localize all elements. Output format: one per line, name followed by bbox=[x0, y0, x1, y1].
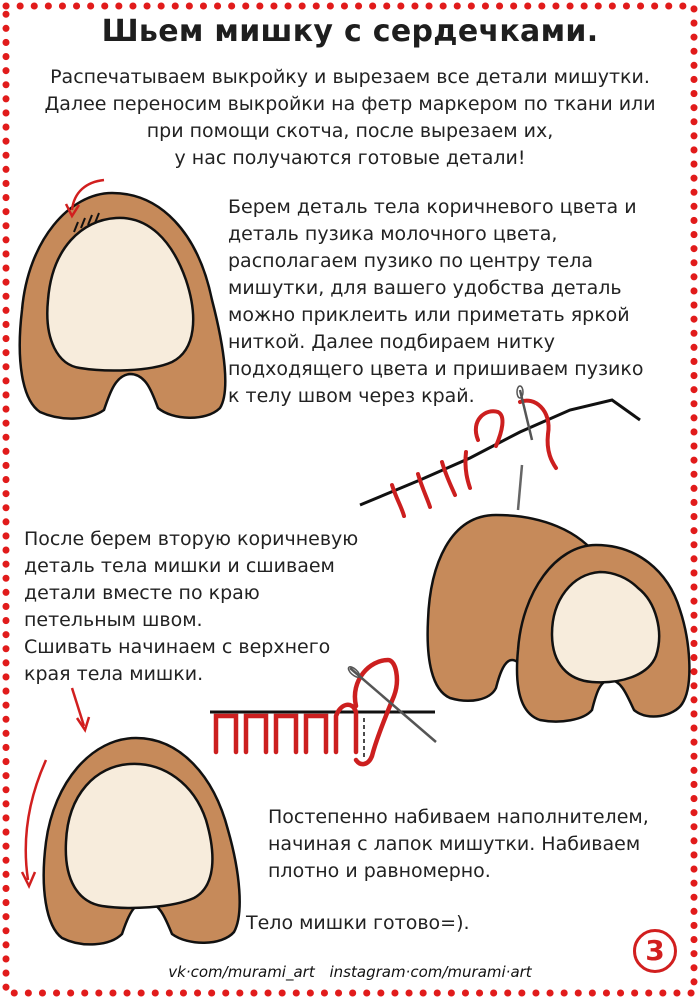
needle-icon bbox=[516, 464, 524, 511]
page-title: Шьем мишку с сердечками. bbox=[101, 14, 599, 49]
needle-icon bbox=[518, 389, 534, 441]
intro-text: Распечатываем выкройку и вырезаем все де… bbox=[18, 64, 682, 172]
intro-line: Далее переносим выкройки на фетр маркеро… bbox=[44, 93, 656, 115]
text-line: подходящего цвета и пришиваем пузико bbox=[228, 358, 644, 380]
belly-shape bbox=[550, 570, 661, 684]
stitch-marks bbox=[73, 212, 100, 233]
footer-links: vk·com/murami_art instagram·com/murami·a… bbox=[0, 963, 700, 981]
needle-icon bbox=[349, 667, 437, 743]
red-arrow bbox=[24, 759, 48, 881]
vk-link[interactable]: vk·com/murami_art bbox=[168, 963, 315, 981]
text-line: Постепенно набиваем наполнителем, bbox=[268, 806, 649, 828]
text-line: мишутки, для вашего удобства деталь bbox=[228, 277, 622, 299]
intro-line: при помощи скотча, после вырезаем их, bbox=[146, 120, 554, 142]
bear-belly-shape bbox=[46, 216, 195, 372]
red-arrow bbox=[70, 687, 86, 727]
intro-line: Распечатываем выкройку и вырезаем все де… bbox=[50, 66, 650, 88]
text-line: плотно и равномерно. bbox=[268, 860, 491, 882]
step4-text: Тело мишки готово=). bbox=[246, 912, 470, 934]
text-line: После берем вторую коричневую bbox=[24, 528, 359, 550]
text-line: деталь тела мишки и сшиваем bbox=[24, 555, 335, 577]
text-line: Сшивать начинаем с верхнего bbox=[24, 636, 331, 658]
page-number-badge: 3 bbox=[633, 929, 677, 973]
bear-belly-shape bbox=[64, 762, 214, 910]
instagram-link[interactable]: instagram·com/murami·art bbox=[329, 963, 532, 981]
text-line: можно приклеить или приметать яркой bbox=[228, 304, 630, 326]
step3-text: Постепенно набиваем наполнителем, начина… bbox=[268, 804, 688, 885]
text-line: располагаем пузико по центру тела bbox=[228, 250, 594, 272]
step2-text: После берем вторую коричневую деталь тел… bbox=[24, 526, 404, 688]
red-arrow bbox=[70, 178, 105, 211]
red-thread-loops bbox=[390, 398, 558, 518]
intro-line: у нас получаются готовые детали! bbox=[174, 147, 526, 169]
text-line: к телу швом через край. bbox=[228, 385, 475, 407]
text-line: детали вместе по краю bbox=[24, 582, 260, 604]
text-line: края тела мишки. bbox=[24, 663, 204, 685]
step1-text: Берем деталь тела коричневого цвета и де… bbox=[228, 194, 688, 410]
text-line: начиная с лапок мишутки. Набиваем bbox=[268, 833, 641, 855]
text-line: деталь пузика молочного цвета, bbox=[228, 223, 558, 245]
text-line: Берем деталь тела коричневого цвета и bbox=[228, 196, 637, 218]
text-line: ниткой. Далее подбираем нитку bbox=[228, 331, 555, 353]
text-line: петельным швом. bbox=[24, 609, 203, 631]
red-thread-stitches bbox=[213, 657, 400, 767]
